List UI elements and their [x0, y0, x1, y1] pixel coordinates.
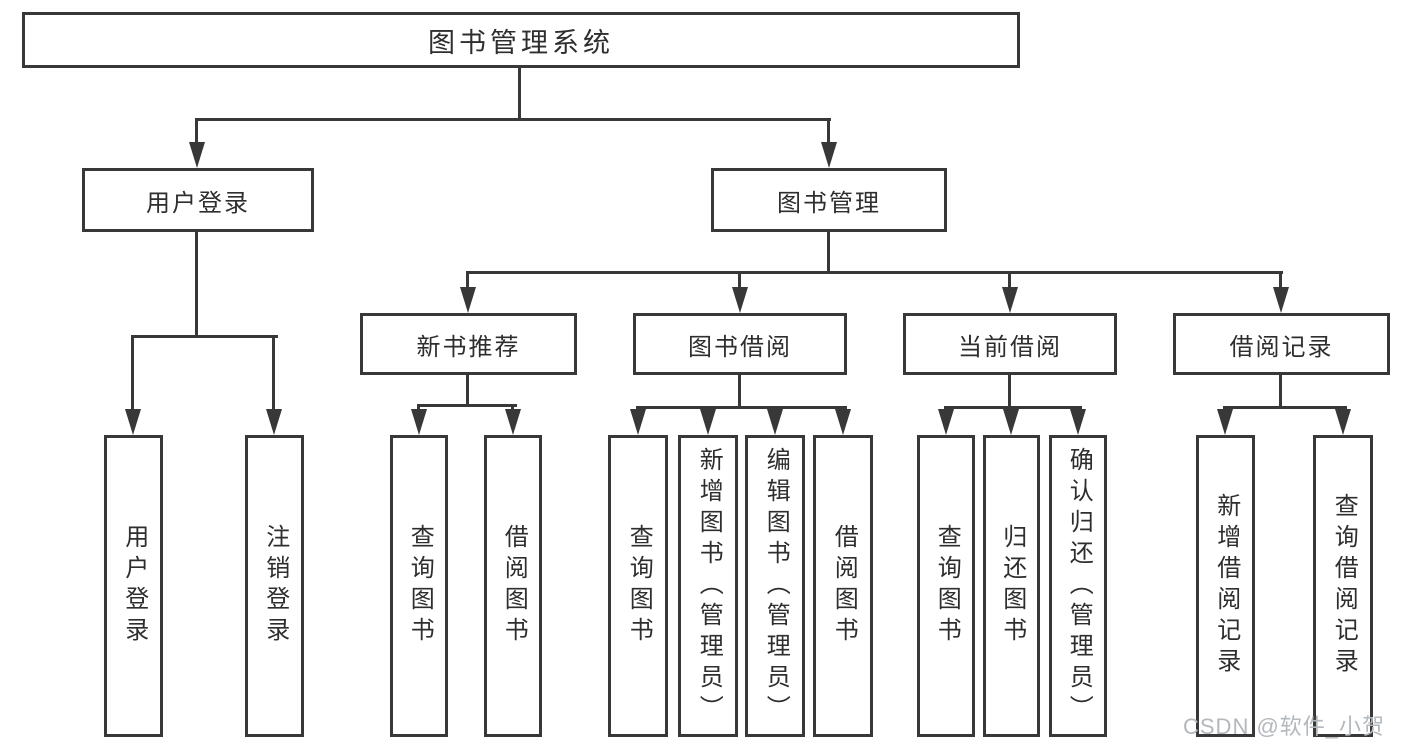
- leaf-return-book: 归还图书: [983, 435, 1040, 737]
- leaf-borrow-books-recommend: 借阅图书: [484, 435, 542, 737]
- connector-line: [1008, 271, 1011, 289]
- node-label: 查询图书: [406, 524, 434, 648]
- node-root-library-system: 图书管理系统: [22, 12, 1020, 68]
- node-label: 查询借阅记录: [1330, 493, 1358, 679]
- arrowhead-down-icon: [835, 409, 851, 435]
- connector-line: [1279, 375, 1282, 408]
- leaf-borrow-books-borrowing: 借阅图书: [813, 435, 873, 737]
- arrowhead-down-icon: [1273, 287, 1289, 313]
- node-label: 图书管理: [777, 189, 881, 217]
- node-label: 确认归还（管理员）: [1065, 446, 1093, 726]
- connector-line: [195, 118, 198, 146]
- connector-line: [944, 406, 1082, 409]
- csdn-watermark: CSDN @软件_小贺同学: [1183, 714, 1386, 747]
- leaf-query-borrow-record: 查询借阅记录: [1313, 435, 1373, 737]
- connector-line: [417, 404, 517, 407]
- leaf-query-books-current: 查询图书: [917, 435, 975, 737]
- node-label: 新增借阅记录: [1212, 493, 1240, 679]
- node-label: 当前借阅: [958, 333, 1062, 361]
- connector-line: [195, 118, 831, 121]
- connector-line: [1223, 406, 1347, 409]
- connector-line: [131, 335, 134, 411]
- leaf-edit-book-admin: 编辑图书（管理员）: [745, 435, 805, 737]
- node-label: 借阅图书: [830, 524, 858, 648]
- arrowhead-down-icon: [266, 409, 282, 435]
- node-label: 图书借阅: [688, 333, 792, 361]
- leaf-confirm-return-admin: 确认归还（管理员）: [1049, 435, 1107, 737]
- node-label: 用户登录: [120, 524, 148, 648]
- node-label: 新书推荐: [416, 333, 521, 361]
- node-label: 新增图书（管理员）: [695, 446, 723, 726]
- leaf-query-books-recommend: 查询图书: [390, 435, 448, 737]
- connector-line: [518, 67, 521, 120]
- leaf-add-borrow-record: 新增借阅记录: [1196, 435, 1255, 737]
- node-book-borrowing: 图书借阅: [633, 313, 847, 375]
- arrowhead-down-icon: [767, 409, 783, 435]
- connector-line: [417, 404, 420, 412]
- arrowhead-down-icon: [1003, 409, 1019, 435]
- connector-line: [738, 375, 741, 408]
- connector-line: [636, 406, 847, 409]
- arrowhead-down-icon: [505, 409, 521, 435]
- connector-line: [466, 271, 1283, 274]
- arrowhead-down-icon: [189, 142, 205, 168]
- node-label: 编辑图书（管理员）: [762, 446, 790, 726]
- node-label: 借阅图书: [500, 524, 528, 648]
- arrowhead-down-icon: [630, 409, 646, 435]
- connector-line: [272, 335, 275, 411]
- node-new-book-recommend: 新书推荐: [360, 313, 577, 375]
- connector-line: [827, 232, 830, 273]
- connector-line: [131, 335, 278, 338]
- connector-line: [1008, 375, 1011, 408]
- node-label: 查询图书: [933, 524, 961, 648]
- arrowhead-down-icon: [700, 409, 716, 435]
- arrowhead-down-icon: [1070, 409, 1086, 435]
- node-label: 借阅记录: [1229, 333, 1334, 361]
- connector-line: [738, 271, 741, 289]
- arrowhead-down-icon: [1002, 287, 1018, 313]
- arrowhead-down-icon: [938, 409, 954, 435]
- node-user-login: 用户登录: [82, 168, 314, 232]
- node-label: 用户登录: [146, 189, 250, 217]
- connector-line: [1279, 271, 1282, 289]
- node-label: 图书管理系统: [428, 27, 614, 58]
- arrowhead-down-icon: [821, 142, 837, 168]
- node-borrowing-records: 借阅记录: [1173, 313, 1390, 375]
- connector-line: [466, 271, 469, 289]
- arrowhead-down-icon: [732, 287, 748, 313]
- arrowhead-down-icon: [125, 409, 141, 435]
- arrowhead-down-icon: [1217, 409, 1233, 435]
- leaf-query-books-borrowing: 查询图书: [608, 435, 668, 737]
- leaf-add-book-admin: 新增图书（管理员）: [678, 435, 738, 737]
- node-book-management: 图书管理: [711, 168, 947, 232]
- leaf-user-login: 用户登录: [104, 435, 163, 737]
- connector-line: [511, 404, 514, 412]
- node-label: 查询图书: [625, 524, 653, 648]
- node-current-borrowing: 当前借阅: [903, 313, 1117, 375]
- arrowhead-down-icon: [411, 409, 427, 435]
- node-label: 注销登录: [261, 524, 289, 648]
- leaf-logout: 注销登录: [245, 435, 304, 737]
- connector-line: [195, 232, 198, 337]
- arrowhead-down-icon: [460, 287, 476, 313]
- arrowhead-down-icon: [1335, 409, 1351, 435]
- connector-line: [466, 375, 469, 406]
- node-label: 归还图书: [998, 524, 1026, 648]
- connector-line: [827, 118, 830, 146]
